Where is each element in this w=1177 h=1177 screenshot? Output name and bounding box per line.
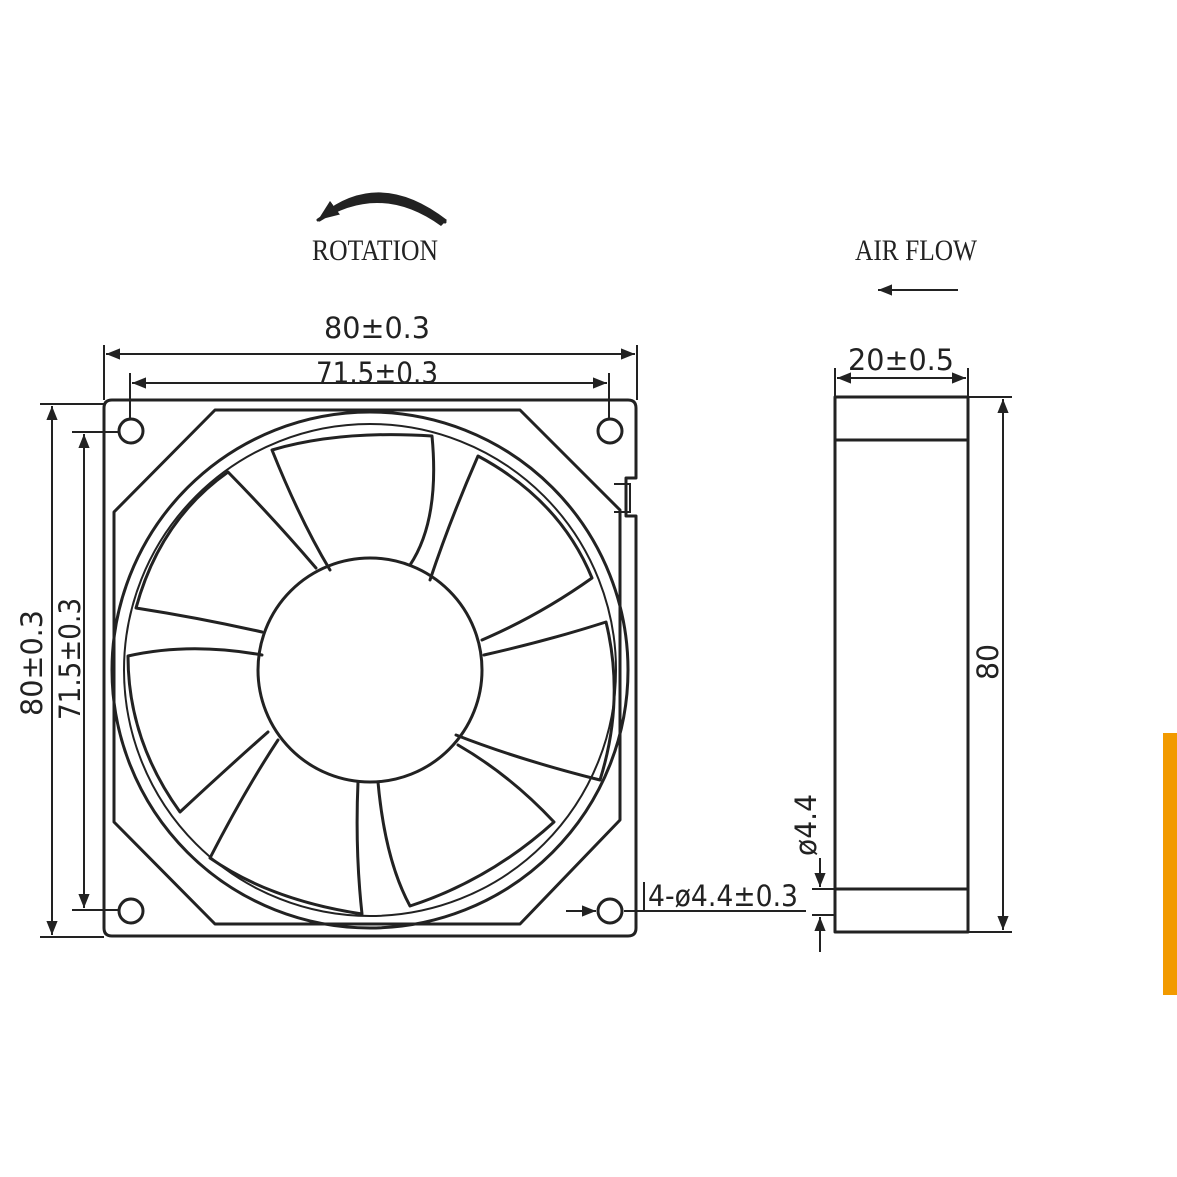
rotation-indicator: ROTATION: [312, 192, 447, 267]
fan-blade: [454, 620, 616, 782]
fan-venturi-outer: [110, 410, 630, 930]
mounting-hole-bottom-left: [117, 897, 145, 925]
fan-blade: [134, 470, 318, 634]
airflow-indicator: AIR FLOW: [855, 234, 978, 296]
fan-inner-frame: [112, 408, 622, 926]
dimension-outer-height: 80±0.3: [15, 610, 49, 716]
dimension-hole-height: 71.5±0.3: [53, 598, 87, 720]
dimension-outer-width: 80±0.3: [324, 311, 430, 345]
mounting-hole-bottom-right: [596, 897, 624, 925]
front-dimensions: 80±0.3 71.5±0.3 80±0.3 71.5±0.3 4-ø4.4±0…: [15, 311, 806, 938]
fan-blades: [126, 433, 616, 916]
fan-venturi-inner: [123, 423, 617, 917]
dimension-mounting-holes: 4-ø4.4±0.3: [648, 879, 798, 913]
dimension-side-height: 80: [971, 644, 1005, 680]
fan-blade: [270, 433, 436, 572]
mounting-hole-top-left: [117, 417, 145, 445]
dimension-thickness: 20±0.5: [848, 343, 954, 377]
dimension-side-hole: ø4.4: [789, 794, 823, 856]
fan-blade: [208, 738, 364, 916]
fan-hub: [256, 556, 484, 784]
fan-blade: [126, 647, 270, 814]
frame-clip-tab: [614, 483, 631, 513]
fan-front-view: [102, 398, 638, 938]
dimension-hole-width: 71.5±0.3: [316, 356, 438, 390]
fan-frame-outline: [102, 398, 638, 938]
rotation-label: ROTATION: [312, 234, 438, 267]
rotation-arrow-body: [319, 192, 447, 226]
mounting-hole-top-right: [596, 417, 624, 445]
fan-blade: [376, 743, 556, 908]
airflow-label: AIR FLOW: [855, 234, 978, 267]
side-view-body: [833, 395, 970, 934]
fan-side-view: 20±0.5 80 ø4.4: [789, 343, 1012, 952]
fan-blade: [428, 454, 594, 642]
accent-bar: [1163, 733, 1177, 995]
